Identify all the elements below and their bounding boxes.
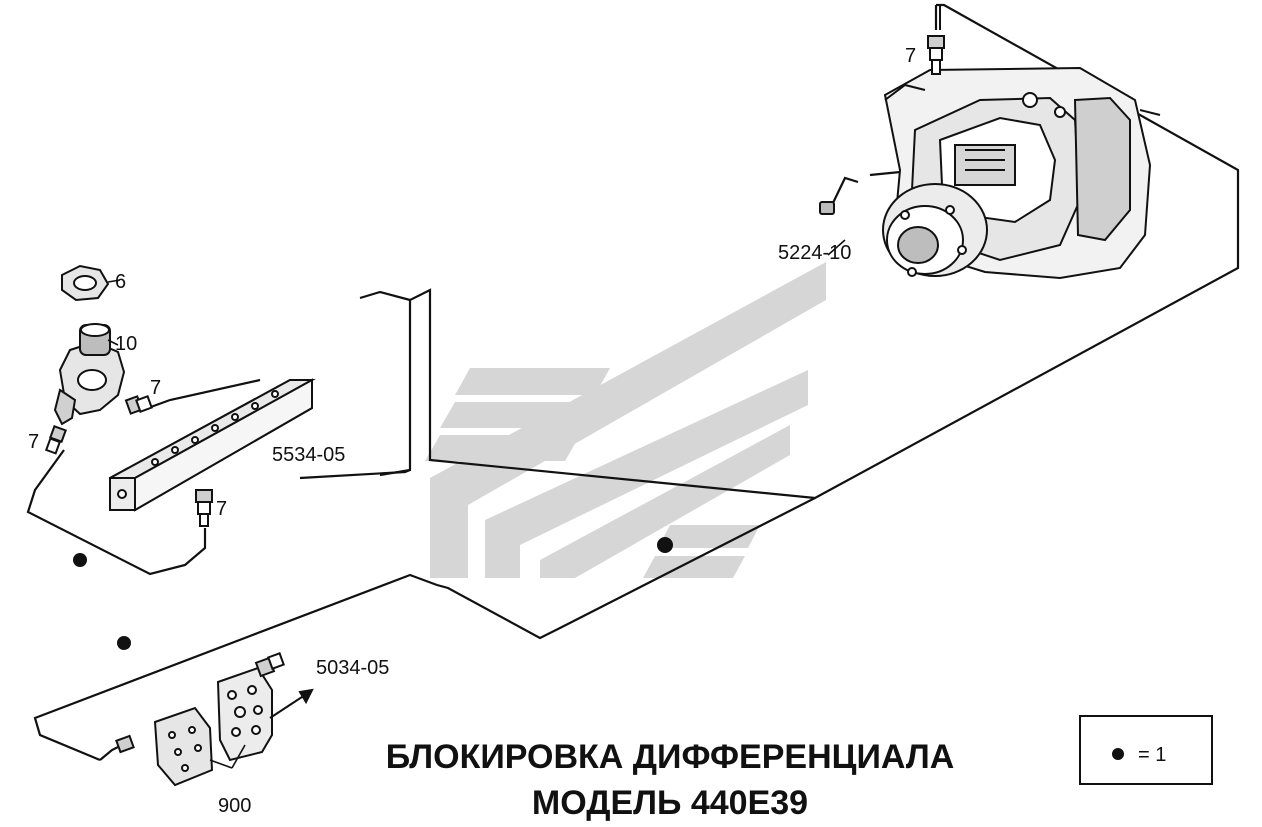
legend-value: = 1: [1138, 744, 1166, 766]
hose-marker: [657, 537, 673, 553]
valve-10: [53, 323, 126, 426]
legend-dot: [1112, 748, 1124, 760]
label-6: 6: [115, 271, 126, 293]
fitting-7-valve: [124, 395, 153, 415]
leader-lines: [107, 239, 846, 769]
differential-assembly: [882, 5, 1161, 280]
fitting-7-manifold: [195, 489, 213, 527]
label-7-top: 7: [905, 45, 916, 67]
label-5034-05: 5034-05: [316, 657, 389, 679]
label-10: 10: [115, 333, 137, 355]
label-5534-05: 5534-05: [272, 444, 345, 466]
hose-markers: [73, 537, 673, 650]
label-5224-10: 5224-10: [778, 242, 851, 264]
fitting-7-top: [927, 35, 945, 75]
sensor-connector: [819, 201, 835, 215]
hose-marker: [117, 636, 131, 650]
label-7-manifold: 7: [216, 498, 227, 520]
nut-6: [61, 264, 110, 302]
part-labels: 7 5224-10 6 10 7 7 5534-05 7 5034-05 900: [28, 45, 916, 817]
valve-block-900: [153, 666, 273, 787]
fitting-7-left: [44, 425, 67, 455]
diagram-title: БЛОКИРОВКА ДИФФЕРЕНЦИАЛА: [386, 738, 955, 776]
label-7-valve: 7: [150, 377, 161, 399]
legend-box: = 1: [1079, 715, 1213, 785]
diagram-subtitle: МОДЕЛЬ 440E39: [532, 784, 808, 822]
arrow-5034-05: [269, 688, 314, 719]
watermark-logo: [425, 262, 826, 578]
hose-marker: [73, 553, 87, 567]
label-7-left: 7: [28, 431, 39, 453]
fitting-valve-block: [115, 652, 285, 754]
manifold-5534-05: [109, 378, 316, 512]
label-900: 900: [218, 795, 251, 817]
